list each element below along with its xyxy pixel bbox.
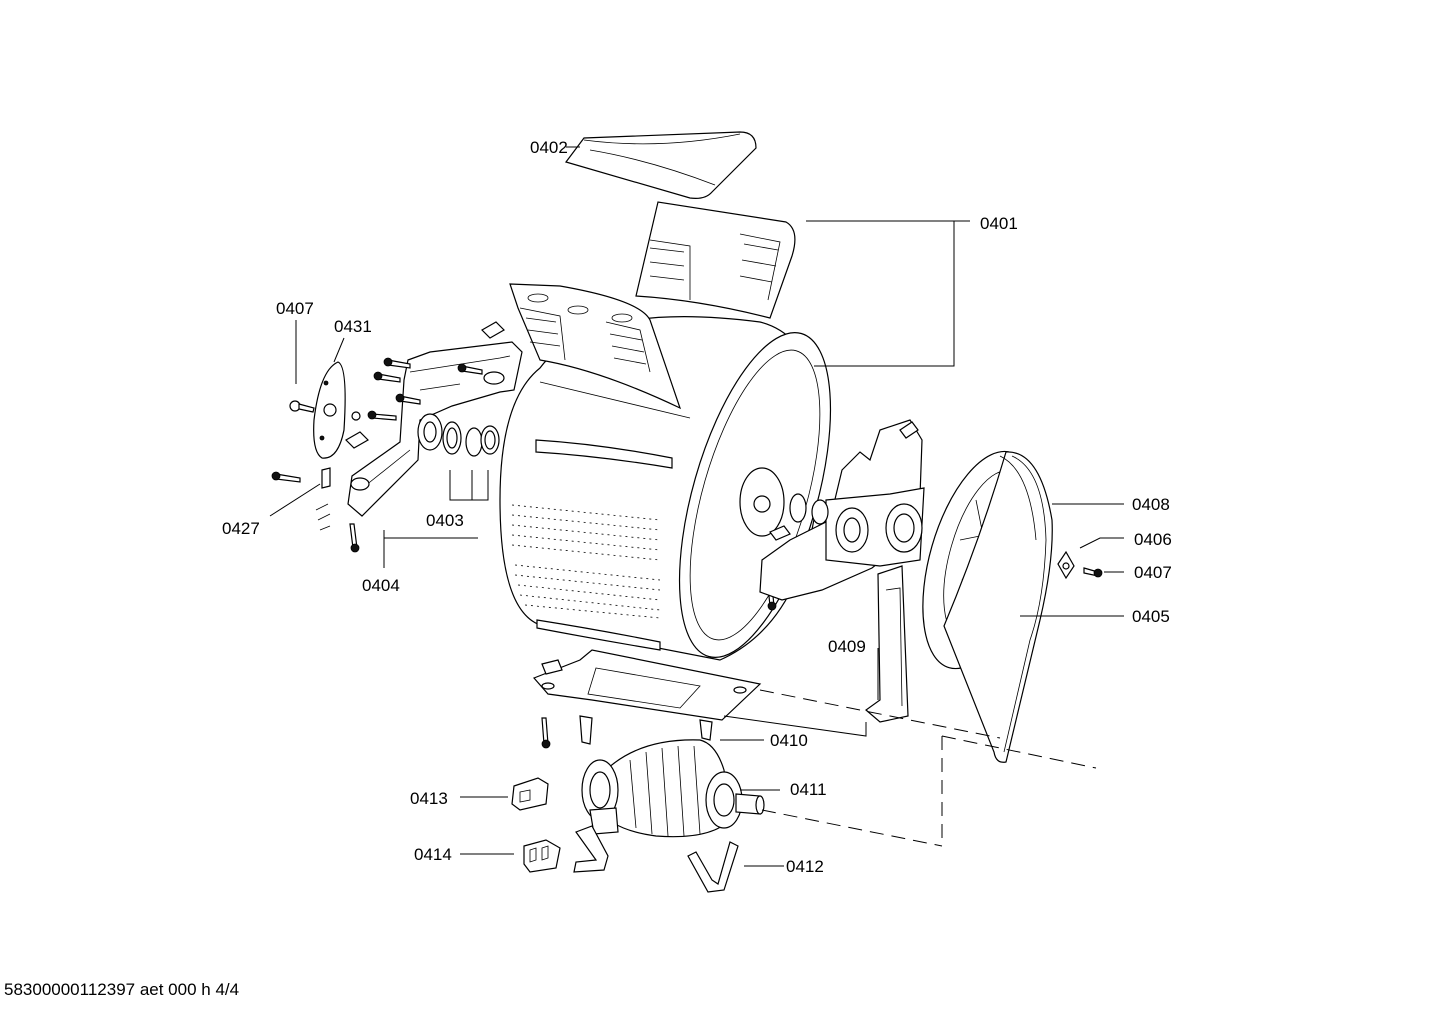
- part-0401-drum: [499, 201, 832, 661]
- part-0407-screw-right: [1083, 567, 1103, 578]
- label-0407-left: 0407: [276, 299, 314, 318]
- part-0403-bearings-seals: [351, 411, 500, 457]
- part-0409-right-bracket: [759, 419, 925, 723]
- part-0406-washer: [1057, 550, 1075, 580]
- drum-perforations: [511, 504, 661, 619]
- label-0410: 0410: [770, 731, 808, 750]
- part-0427-clip: [315, 467, 331, 531]
- label-0409: 0409: [828, 637, 866, 656]
- bracket-screws: [271, 357, 777, 749]
- part-0414-connector: [523, 839, 561, 873]
- part-labels: 0402 0401 0407 0431 0427 0403 0404 0408 …: [222, 138, 1172, 876]
- part-0404-bracket: [271, 321, 777, 749]
- label-0402: 0402: [530, 138, 568, 157]
- label-0408: 0408: [1132, 495, 1170, 514]
- part-0410-motor-bracket: [532, 649, 762, 745]
- part-0402-paddle: [564, 131, 757, 199]
- label-0413: 0413: [410, 789, 448, 808]
- label-0405: 0405: [1132, 607, 1170, 626]
- label-0427: 0427: [222, 519, 260, 538]
- label-0401: 0401: [980, 214, 1018, 233]
- label-0431: 0431: [334, 317, 372, 336]
- part-0412-clamps: [573, 825, 739, 893]
- label-0404: 0404: [362, 576, 400, 595]
- document-id: 58300000112397 aet 000 h 4/4: [4, 980, 240, 999]
- part-0408-belt: [943, 451, 1053, 763]
- label-0403: 0403: [426, 511, 464, 530]
- label-0412: 0412: [786, 857, 824, 876]
- part-0431-cover-disc: [313, 361, 346, 459]
- part-0407-screw-left: [289, 400, 315, 413]
- part-0413-connector: [511, 777, 549, 811]
- leader-lines: [269, 146, 1124, 867]
- label-0407-right: 0407: [1134, 563, 1172, 582]
- label-0411: 0411: [790, 780, 827, 799]
- label-0406: 0406: [1134, 530, 1172, 549]
- part-0411-motor: [581, 739, 765, 838]
- label-0414: 0414: [414, 845, 452, 864]
